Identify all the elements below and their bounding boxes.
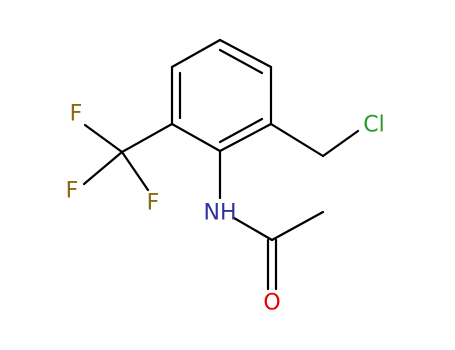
ring-bond-top-left xyxy=(170,38,222,69)
atom-label-f-right: F xyxy=(147,191,160,216)
bond-carbonyl-to-methyl xyxy=(270,210,325,242)
atom-label-f-left: F xyxy=(66,179,79,204)
bond-nh-to-carbonyl xyxy=(232,216,274,242)
atom-label-f-top: F xyxy=(70,102,83,127)
ring-bond-top-right-inner xyxy=(218,48,264,75)
atom-label-nh: NH xyxy=(204,201,237,226)
bond-cf3-to-f-right xyxy=(120,150,150,192)
ring-bond-lower-left xyxy=(170,122,222,153)
ring-bond-lower-right xyxy=(218,122,273,153)
bond-cf3-to-f-top xyxy=(83,123,124,154)
bond-ch2-to-cl xyxy=(321,129,360,158)
ring-bond-lower-right-inner xyxy=(218,117,264,144)
bond-cf3-to-f-left xyxy=(82,150,124,186)
atom-label-o: O xyxy=(263,291,280,316)
bond-ring-to-cf3 xyxy=(120,122,174,154)
ring-bond-top-right xyxy=(218,38,273,69)
bond-ring-to-ch2 xyxy=(269,122,325,158)
bonds xyxy=(82,38,360,291)
atom-label-cl: Cl xyxy=(363,113,384,138)
